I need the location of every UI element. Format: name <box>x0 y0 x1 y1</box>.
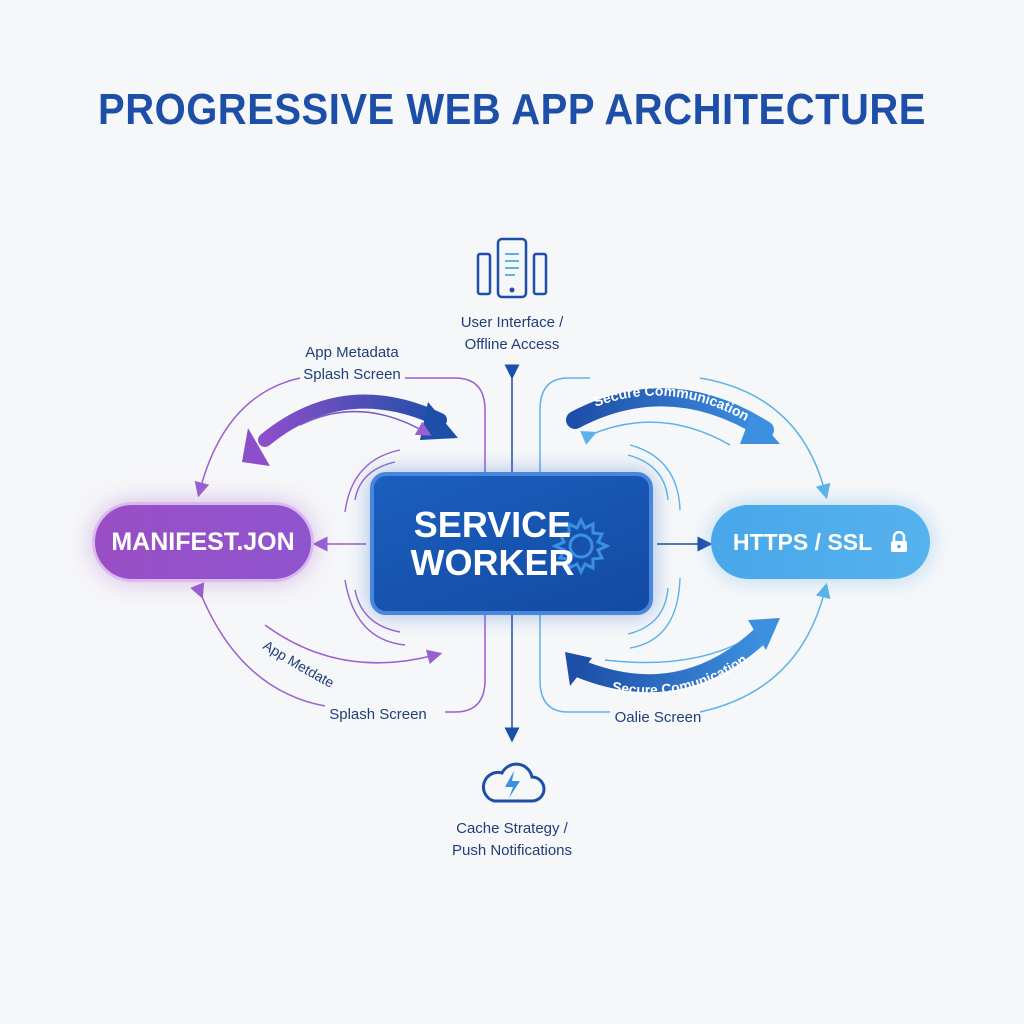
ripple-right-2 <box>629 444 681 511</box>
top-label-line1: User Interface / <box>460 314 564 331</box>
top-label-line2: Offline Access <box>464 336 560 353</box>
service-worker-line1: SERVICE <box>413 503 572 545</box>
right-thick-arrow-head-top <box>740 412 780 444</box>
left-bottom-label: Splash Screen <box>329 706 427 723</box>
bottom-label-line1: Cache Strategy / <box>456 820 568 837</box>
ripple-left-1 <box>354 461 396 501</box>
right-thick-arrow-head-bottom-right <box>748 618 780 650</box>
right-thick-arrow-head-bottom-left <box>565 652 592 686</box>
page-title: PROGRESSIVE WEB APP ARCHITECTURE <box>98 86 926 134</box>
left-top-label-line1: App Metadata <box>305 344 399 361</box>
right-arc-bottom-thin <box>699 582 831 713</box>
right-arc-bottom-inner <box>604 639 746 664</box>
right-arc-top-thin <box>699 377 831 500</box>
cloud-lightning-icon <box>476 755 548 807</box>
service-worker-line2: WORKER <box>410 541 575 583</box>
top-label: User Interface / Offline Access <box>432 312 592 356</box>
left-arc-bottom-thin <box>190 582 326 707</box>
left-thin-inner-arc <box>299 410 432 436</box>
left-top-label-line2: Splash Screen <box>303 366 401 383</box>
left-arc-bottom-inner <box>264 624 443 665</box>
ripple-right-1 <box>627 454 669 501</box>
left-top-label: App Metadata Splash Screen <box>282 342 422 386</box>
devices-icon <box>474 236 550 302</box>
bottom-label-line2: Push Notifications <box>451 842 573 859</box>
left-arc-top-thin <box>194 377 301 498</box>
ripple-right-4 <box>629 577 681 649</box>
lock-icon <box>891 531 908 552</box>
bottom-label: Cache Strategy / Push Notifications <box>432 818 592 862</box>
ripple-right-3 <box>627 587 669 635</box>
https-label: HTTPS / SSL <box>732 528 873 555</box>
ripple-left-4 <box>344 579 406 646</box>
ripple-left-3 <box>354 589 401 633</box>
left-thick-arc-arrow <box>258 394 447 447</box>
ripple-left-2 <box>344 449 401 513</box>
right-thick-arc-top <box>566 388 774 439</box>
https-node[interactable]: HTTPS / SSL <box>711 505 930 579</box>
service-worker-node[interactable]: SERVICE WORKER <box>370 472 653 615</box>
left-thick-arrow-head-left <box>242 428 270 466</box>
manifest-node[interactable]: MANIFEST.JON <box>92 502 314 582</box>
service-worker-label: SERVICE WORKER <box>410 503 575 583</box>
manifest-label: MANIFEST.JON <box>111 527 295 556</box>
gear-icon <box>551 516 611 576</box>
right-bottom-caption: Oalie Screen <box>614 709 702 726</box>
right-arc-top-inner <box>580 421 731 446</box>
right-thick-arc-bottom <box>569 627 769 693</box>
